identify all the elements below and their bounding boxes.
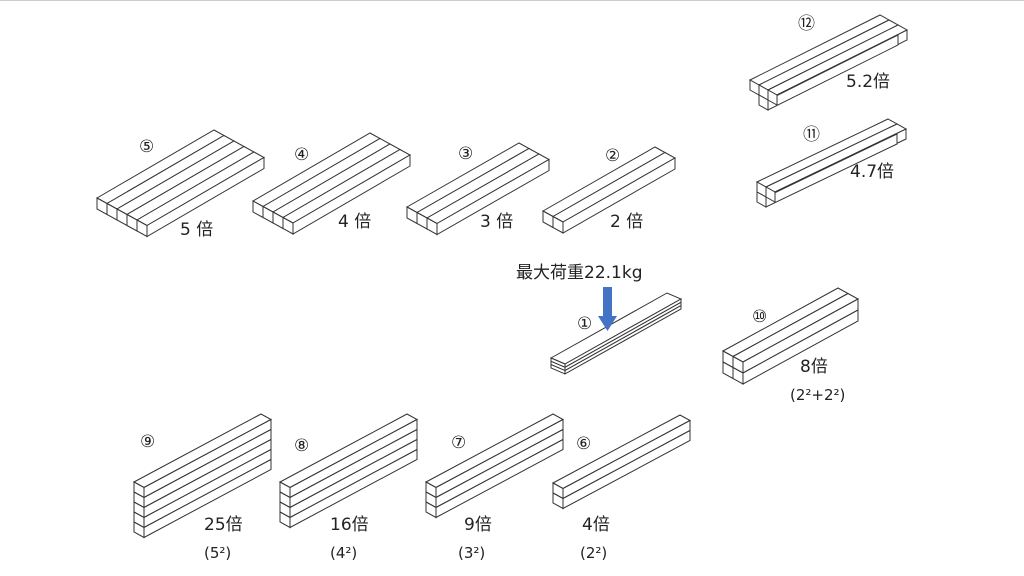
beam-10-ratio: 8倍: [800, 357, 828, 377]
beam-2-number: ②: [605, 146, 620, 166]
beam-12-number: ⑫: [798, 14, 815, 34]
beam-end-cell: [550, 363, 566, 375]
beam-1-number: ①: [577, 314, 592, 334]
beam-5: [95, 129, 266, 238]
beam-end-cell: [426, 217, 438, 236]
beam-end-cell: [552, 492, 564, 510]
beam-top-face: [549, 292, 683, 365]
beam-7-ratio: 9倍: [464, 515, 492, 535]
beam-end-cell: [133, 521, 145, 539]
beam-7-number: ⑦: [451, 433, 466, 453]
beam-8-number: ⑧: [294, 436, 309, 456]
beam-11-number: ⑪: [803, 125, 820, 145]
beam-end-cell: [425, 501, 437, 519]
beam-8-ratio: 16倍: [330, 515, 369, 535]
beam-9-ratio: 25倍: [204, 515, 243, 535]
beam-12: [748, 14, 909, 111]
beam-5-ratio: 5 倍: [180, 220, 213, 240]
beam-2: [541, 146, 677, 234]
beam-end-cell: [765, 186, 776, 203]
beam-9-formula: (5²): [204, 544, 231, 562]
beam-9-number: ⑨: [140, 432, 155, 452]
beam-end-cell: [732, 366, 744, 385]
beam-6-ratio: 4倍: [582, 515, 610, 535]
beam-4-number: ④: [294, 145, 309, 165]
beam-4-ratio: 4 倍: [338, 212, 371, 232]
load-arrow: [598, 287, 617, 331]
beam-10: [721, 287, 860, 385]
beam-2-ratio: 2 倍: [610, 212, 643, 232]
beam-6: [551, 414, 692, 510]
beam-end-cell: [279, 511, 291, 529]
beam-side-face: [562, 419, 691, 500]
beam-8: [278, 413, 419, 529]
beam-end-cell: [552, 215, 564, 234]
beam-4: [251, 132, 412, 235]
beam-9: [132, 413, 273, 539]
beam-end-cell: [756, 191, 767, 208]
beam-end-cell: [767, 89, 778, 106]
beam-3-number: ③: [458, 144, 473, 164]
beam-10-formula: (2²+2²): [790, 386, 845, 404]
beam-11: [755, 118, 908, 208]
beam-3-ratio: 3 倍: [480, 212, 513, 232]
beam-11-ratio: 4.7倍: [850, 162, 894, 182]
beam-3: [405, 142, 551, 236]
beam-end-cell: [758, 94, 769, 111]
beam-8-formula: (4²): [330, 544, 357, 562]
beam-5-number: ⑤: [139, 137, 154, 157]
beam-12-ratio: 5.2倍: [846, 72, 890, 92]
arrow-shaft: [603, 287, 612, 317]
beam-1: [549, 292, 683, 375]
max-load-label: 最大荷重22.1kg: [516, 263, 643, 283]
arrow-head: [598, 316, 617, 331]
beam-7-formula: (3²): [458, 544, 485, 562]
beam-end-cell: [136, 219, 148, 238]
beam-10-number: ⑩: [752, 307, 767, 327]
beam-6-number: ⑥: [576, 434, 591, 454]
beam-7: [424, 413, 565, 519]
beam-end-cell: [282, 216, 294, 235]
beam-6-formula: (2²): [580, 544, 607, 562]
